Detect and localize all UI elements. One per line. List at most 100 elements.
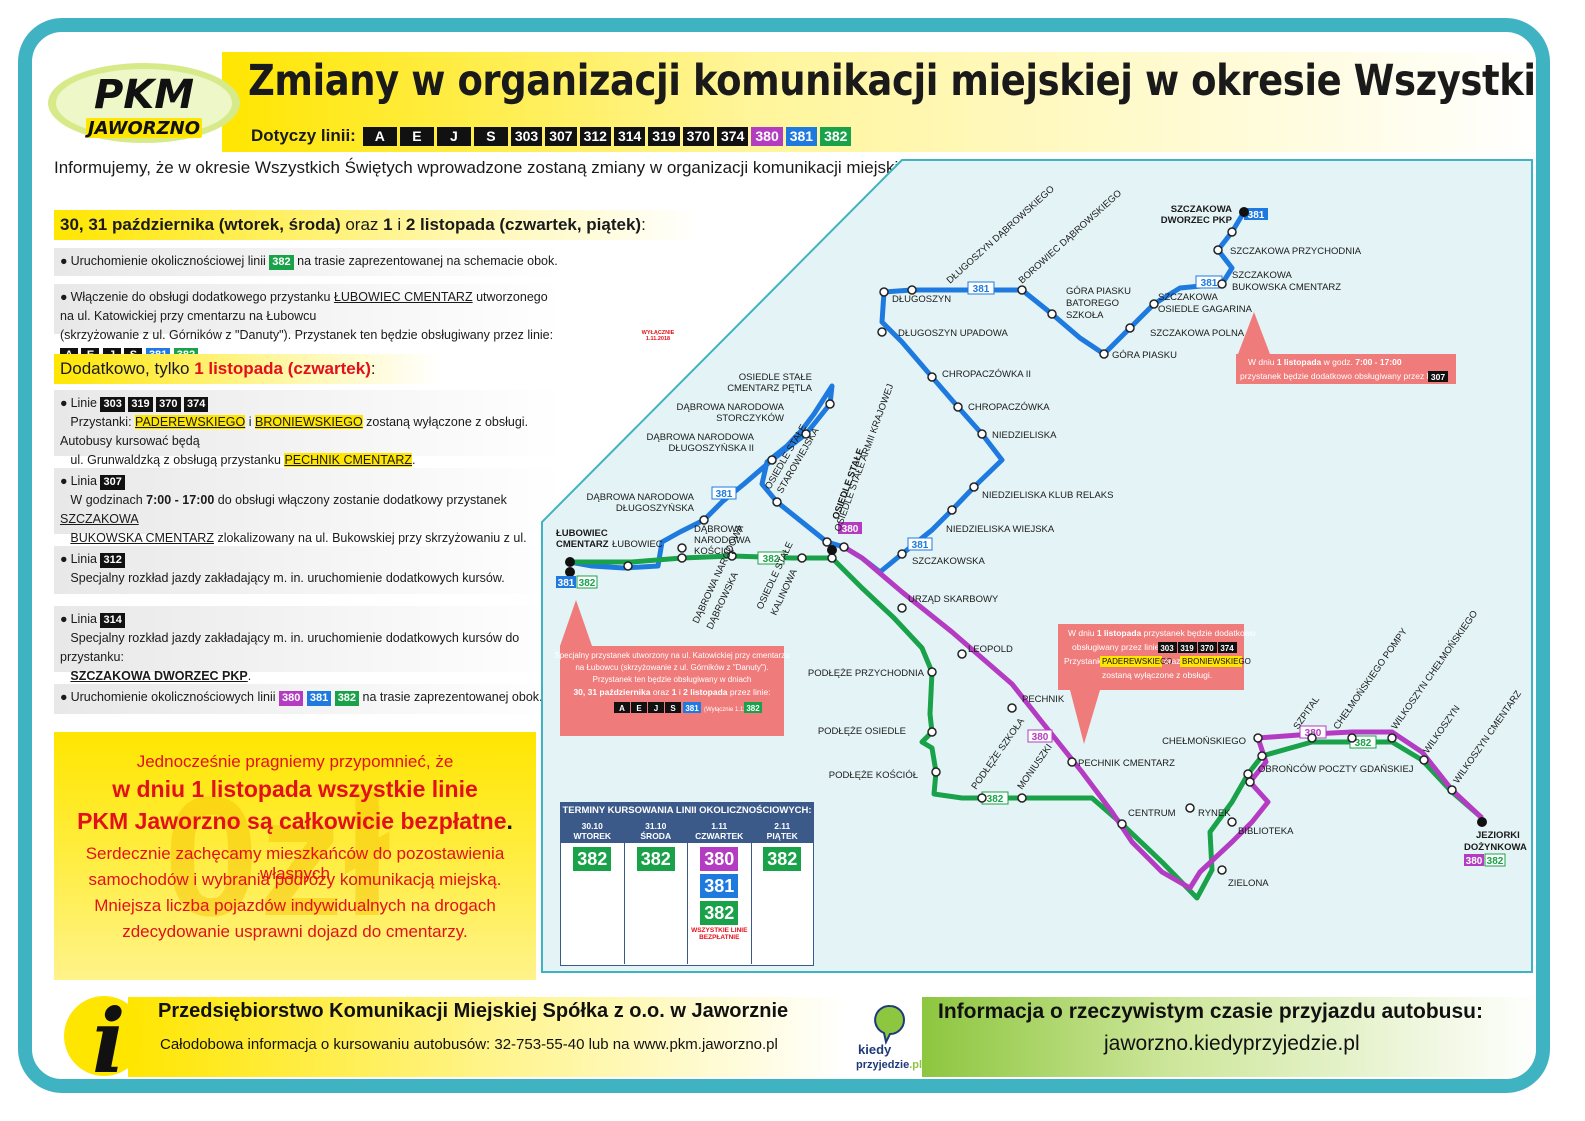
section2-group4: ●Linia 314 Specjalny rozkład jazdy zakła… xyxy=(54,606,564,683)
stop-label: GÓRA PIASKU xyxy=(1066,286,1131,297)
line-badge: 303 xyxy=(510,126,543,146)
stop-label: CHROPACZÓWKA II xyxy=(942,369,1031,380)
reminder-line3-text: PKM Jaworzno są całkowicie bezpłatne xyxy=(77,808,507,834)
wylacznie-note: WYŁĄCZNIE 1.11.2018 xyxy=(641,330,675,342)
callout-lubowiec: Specjalny przystanek utworzony na ul. Ka… xyxy=(554,600,790,736)
item-text: Specjalny rozkład jazdy zakładający m. i… xyxy=(60,631,520,664)
reminder-line2: w dniu 1 listopada wszystkie linie xyxy=(112,776,478,802)
section2-group5: ●Uruchomienie okolicznościowych linii 38… xyxy=(54,684,564,714)
stop-label: CENTRUM xyxy=(1128,808,1176,819)
stop-label: DWORZEC PKP xyxy=(1161,215,1233,226)
stop-label: URZĄD SKARBOWY xyxy=(908,594,999,605)
line-badge: 374 xyxy=(717,126,749,146)
line-label-381-a: 381 xyxy=(967,281,995,295)
free-note: BEZPŁATNIE xyxy=(699,934,740,941)
svg-text:W dniu 1 listopada w godz. 7:0: W dniu 1 listopada w godz. 7:00 - 17:00 xyxy=(1248,357,1402,367)
svg-text:382: 382 xyxy=(579,578,596,589)
stop-label: GÓRA PIASKU xyxy=(1112,350,1177,361)
col-date: 2.11 xyxy=(774,821,791,831)
section1-i: i xyxy=(392,215,406,234)
stop-label: DĄBROWA NARODOWA xyxy=(677,402,785,413)
section2-group2: ●Linia 307 W godzinach 7:00 - 17:00 do o… xyxy=(54,468,564,564)
svg-text:30, 31 października oraz 1 i 2: 30, 31 października oraz 1 i 2 listopada… xyxy=(573,687,770,697)
kiedyprzyjedzie-logo: kiedy przyjedzie.pl xyxy=(854,1002,922,1072)
svg-text:381: 381 xyxy=(1248,210,1265,221)
stop-label: NARODOWA xyxy=(694,535,751,546)
line-badge: 307 xyxy=(545,126,577,146)
svg-text:S: S xyxy=(670,704,676,713)
line-badge: 312 xyxy=(579,126,611,146)
line-badge: S xyxy=(473,126,508,146)
line-badge: 382 xyxy=(763,847,802,871)
stop-label: DĄBROWA NARODOWA xyxy=(587,492,695,503)
line-label-381-c: 381 xyxy=(1244,208,1268,221)
stop-label: CHEŁMOŃSKIEGO xyxy=(1162,736,1246,747)
watermark: 0zł xyxy=(164,762,391,952)
item-text: Włączenie do obsługi dodatkowego przysta… xyxy=(70,290,331,304)
svg-text:381: 381 xyxy=(912,540,929,551)
stop-label: PECHNIK CMENTARZ xyxy=(1078,758,1175,769)
svg-text:Specjalny przystanek utworzony: Specjalny przystanek utworzony na ul. Ka… xyxy=(554,651,789,660)
stop-name: PADEREWSKIEGO xyxy=(135,415,246,429)
stop-label: SZCZAKOWA PRZYCHODNIA xyxy=(1230,246,1362,257)
schedule-title: TERMINY KURSOWANIA LINII OKOLICZNOŚCIOWY… xyxy=(561,803,813,819)
svg-text:381: 381 xyxy=(1201,278,1218,289)
svg-text:kiedy: kiedy xyxy=(858,1042,892,1057)
stop-label: PODŁĘŻE KOŚCIÓŁ xyxy=(829,769,918,781)
hours-text: 7:00 - 17:00 xyxy=(146,493,215,507)
svg-text:303: 303 xyxy=(1160,644,1174,653)
stop-label: NIEDZIELISKA xyxy=(992,430,1057,441)
col-date: 31.10 xyxy=(645,821,667,831)
stop-label: DŁUGOSZYN UPADOWA xyxy=(898,328,1008,339)
svg-text:381: 381 xyxy=(716,489,733,500)
stop-name: SZCZAKOWA DWORZEC PKP xyxy=(70,669,248,683)
pkm-logo: PKM JAWORZNO xyxy=(46,60,246,146)
svg-text:381: 381 xyxy=(558,578,575,589)
stop-label: ŁUBOWIEC xyxy=(556,528,608,539)
free-note: WSZYSTKIE LINIE xyxy=(691,927,748,934)
col-day: ŚRODA xyxy=(640,831,672,841)
route-380 xyxy=(842,544,1484,891)
line-badge: 382 xyxy=(700,901,739,925)
line-label-380-b: 380 xyxy=(1027,729,1053,743)
line-badge: 382 xyxy=(636,847,675,871)
stop-name: PECHNIK CMENTARZ xyxy=(284,453,412,467)
col-day: WTOREK xyxy=(573,831,612,841)
lubowiec-badges: 381 382 xyxy=(556,575,598,589)
item-text: . xyxy=(247,669,252,683)
stop-label: BATOREGO xyxy=(1066,298,1119,309)
item-text: zostaną wyłączone z obsługi. Autobusy ku… xyxy=(60,415,529,448)
svg-text:380: 380 xyxy=(842,524,859,535)
logo-line1: PKM xyxy=(94,72,194,118)
stop-label: OBROŃCÓW POCZTY GDAŃSKIEJ xyxy=(1258,764,1414,775)
stop-label: SZCZAKOWSKA xyxy=(912,556,986,567)
svg-text:Przystanek ten będzie obsługiw: Przystanek ten będzie obsługiwany w dnia… xyxy=(593,675,752,684)
callout-pechnik: W dniu 1 listopada przystanek będzie dod… xyxy=(1058,624,1256,744)
svg-text:Przystanki: Przystanki xyxy=(1064,656,1103,666)
stop-label: STORCZYKÓW xyxy=(716,413,784,424)
stop-label: PODŁĘŻE PRZYCHODNIA xyxy=(808,668,925,679)
line-label-382-a: 382 xyxy=(757,551,785,565)
footer-contact: Całodobowa informacja o kursowaniu autob… xyxy=(160,1036,778,1053)
line-badge: 380 xyxy=(751,126,783,146)
section1-dates-b: 2 listopada (czwartek, piątek) xyxy=(405,215,642,234)
svg-text:E: E xyxy=(636,704,642,713)
svg-text:zostaną wyłączone z obsługi.: zostaną wyłączone z obsługi. xyxy=(1102,670,1212,680)
free-travel-box: 0zł Jednocześnie pragniemy przypomnieć, … xyxy=(54,732,536,980)
stop-name: BUKOWSKA CMENTARZ xyxy=(70,531,214,545)
line-badge: 382 xyxy=(820,126,852,146)
svg-text:370: 370 xyxy=(1200,644,1214,653)
svg-text:A: A xyxy=(619,704,625,713)
section1-item1: ●Uruchomienie okolicznościowej linii 382… xyxy=(54,248,564,276)
section1-heading: 30, 31 października (wtorek, środa) oraz… xyxy=(54,210,700,240)
section2-title-c: : xyxy=(370,359,376,378)
stop-label: JEZIORKI xyxy=(1476,830,1520,841)
lines-label: Dotyczy linii: xyxy=(251,126,356,145)
route-382 xyxy=(570,553,1484,901)
stop-label: OSIEDLE GAGARINA xyxy=(1158,304,1253,315)
svg-text:381: 381 xyxy=(685,704,699,713)
reminder-line1: Jednocześnie pragniemy przypomnieć, że xyxy=(136,752,454,771)
footer-realtime-title: Informacja o rzeczywistym czasie przyjaz… xyxy=(938,1000,1483,1023)
